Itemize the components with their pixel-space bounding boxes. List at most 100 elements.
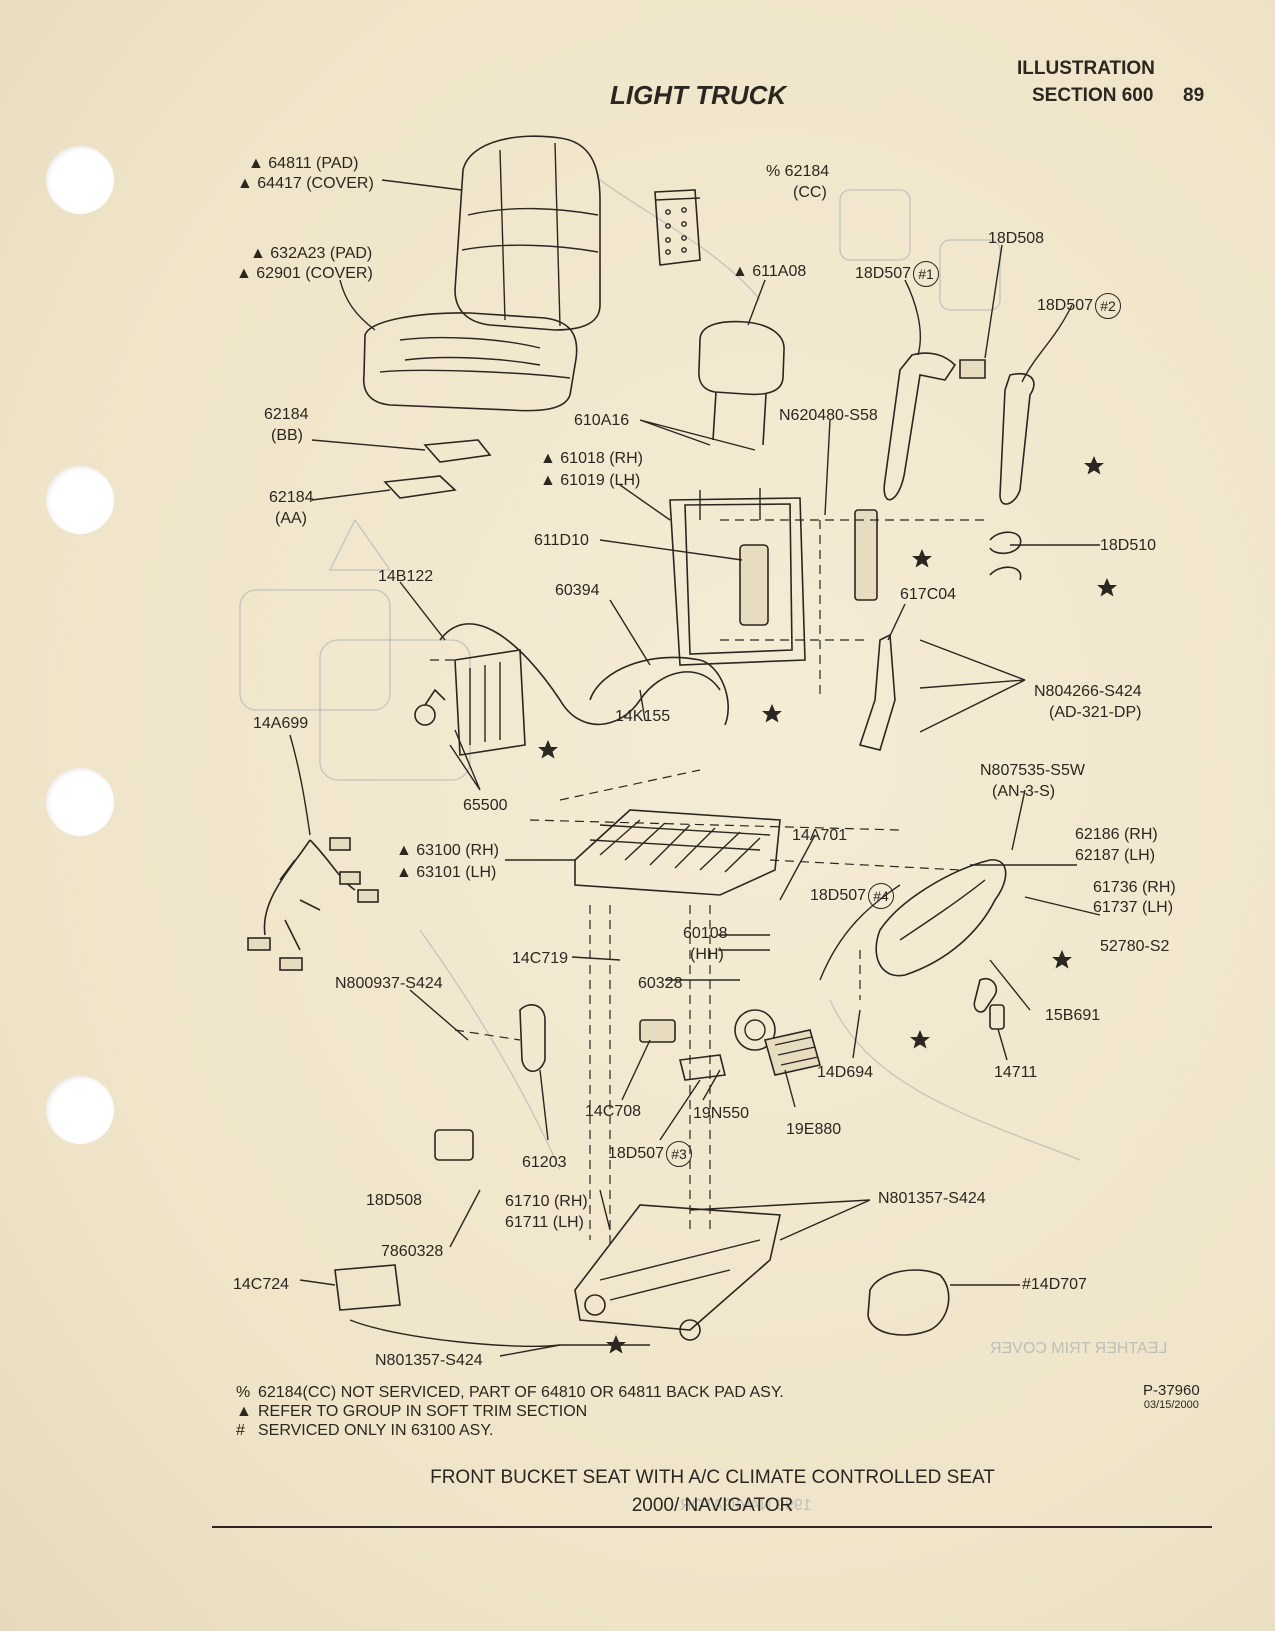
part-label: ▲ 61019 (LH): [540, 472, 641, 489]
part-label: 18D507#4: [810, 883, 895, 909]
part-label: 61711 (LH): [505, 1214, 584, 1231]
part-label: 14A701: [792, 827, 848, 844]
footnote: %62184(CC) NOT SERVICED, PART OF 64810 O…: [236, 1383, 784, 1402]
footnote-symbol: ▲: [236, 1403, 252, 1420]
part-label: 14K155: [615, 708, 671, 725]
part-label: 18D510: [1100, 537, 1157, 554]
part-label: 65500: [463, 797, 508, 814]
part-label: 18D508: [988, 230, 1045, 247]
part-label: N801357-S424: [375, 1352, 483, 1369]
part-label: (AA): [275, 510, 307, 527]
section-label: SECTION 600: [1032, 85, 1154, 106]
part-number: 18D507: [810, 887, 867, 905]
reference-date: 03/15/2000: [1143, 1399, 1199, 1411]
part-label: 14D694: [817, 1064, 874, 1081]
bottom-rule: [212, 1526, 1212, 1528]
switch-61203: [519, 1004, 546, 1073]
part-label: N620480-S58: [779, 407, 878, 424]
part-label: 611D10: [534, 532, 589, 549]
part-label: 60108: [683, 925, 728, 942]
figure-caption: FRONT BUCKET SEAT WITH A/C CLIMATE CONTR…: [430, 1467, 995, 1488]
part-label: 60328: [638, 975, 683, 992]
part-number: 18D507: [608, 1145, 665, 1163]
part-label: 14C719: [512, 950, 569, 967]
part-label: ▲ 64811 (PAD): [248, 155, 359, 172]
air-ducts: [883, 352, 1035, 581]
part-label: ▲ 64417 (COVER): [237, 175, 374, 192]
callout-badge: #4: [868, 883, 895, 909]
part-number: 18D507: [1037, 297, 1094, 315]
plate-bb: [423, 439, 492, 463]
footnote-symbol: #: [236, 1422, 245, 1439]
part-label: 610A16: [574, 412, 630, 429]
wiring-harness-14a699: [247, 837, 379, 971]
part-label: 19N550: [693, 1105, 750, 1122]
part-label: 62184: [269, 489, 314, 506]
star-markers: [538, 456, 1117, 1354]
part-label: (CC): [793, 184, 827, 201]
module-14c724: [334, 1264, 401, 1311]
callout-badge: #1: [913, 261, 940, 287]
part-label: (AN-3-S): [992, 783, 1056, 800]
part-label: 14A699: [253, 715, 309, 732]
control-module: [414, 649, 526, 756]
part-label: ▲ 63100 (RH): [396, 842, 499, 859]
bleed-through-text: LEATHER TRIM COVER: [990, 1340, 1168, 1357]
part-label: ▲ 61018 (RH): [540, 450, 643, 467]
part-label: ▲ 632A23 (PAD): [250, 245, 373, 262]
part-label: 19E880: [786, 1121, 842, 1138]
part-label: 62184: [264, 406, 309, 423]
part-label: 18D507#1: [855, 261, 940, 287]
part-label: 14B122: [378, 568, 434, 585]
callout-badge: #3: [666, 1141, 693, 1167]
part-label: ▲ 62901 (COVER): [236, 265, 373, 282]
part-label: 7860328: [381, 1243, 444, 1260]
figure-subcaption: 2000/ NAVIGATOR: [631, 1495, 794, 1516]
part-label: (HH): [690, 946, 724, 963]
binder-hole: [46, 768, 114, 836]
part-label: N800937-S424: [335, 975, 443, 992]
part-label: 18D507#2: [1037, 293, 1122, 319]
seat-pan-frame: [574, 809, 781, 896]
wiring-14k155: [439, 623, 721, 726]
connector-15b691: [973, 977, 998, 1013]
part-label: 18D508: [366, 1192, 423, 1209]
part-label: ▲ 611A08: [732, 263, 807, 280]
part-label: 61736 (RH): [1093, 879, 1176, 896]
leader-lines: [289, 179, 1101, 1357]
backrest-frame: [669, 488, 878, 666]
part-label: 61737 (LH): [1093, 899, 1174, 916]
assembly-lines: [430, 519, 990, 1250]
plate-aa: [383, 475, 457, 499]
part-label: 62186 (RH): [1075, 826, 1158, 843]
part-label: N801357-S424: [878, 1190, 986, 1207]
part-label: 52780-S2: [1100, 938, 1170, 955]
footnote: #SERVICED ONLY IN 63100 ASY.: [236, 1421, 784, 1440]
seat-back-cushion: [454, 135, 601, 331]
part-label: 14C708: [585, 1103, 642, 1120]
climate-pad-cc: [654, 189, 701, 266]
part-label: #14D707: [1022, 1276, 1087, 1293]
footnote-symbol: %: [236, 1384, 251, 1401]
part-label: (BB): [271, 427, 303, 444]
binder-hole: [46, 1076, 114, 1144]
part-label: ▲ 63101 (LH): [396, 864, 497, 881]
page-title: LIGHT TRUCK: [610, 80, 787, 110]
reference-number: P-37960: [1143, 1382, 1200, 1399]
part-label: 60394: [555, 582, 600, 599]
wiring-loop: [589, 656, 729, 726]
switch-bezel-18d508: [434, 1129, 474, 1161]
motor-and-blower: [639, 1009, 822, 1081]
side-shield: [875, 859, 1007, 977]
footnote-text: REFER TO GROUP IN SOFT TRIM SECTION: [258, 1403, 588, 1420]
seat-cushion: [362, 312, 578, 412]
headrest: [698, 320, 785, 446]
part-label: 18D507#3: [608, 1141, 693, 1167]
part-label: (AD-321-DP): [1049, 704, 1142, 721]
part-label: 14711: [994, 1064, 1038, 1081]
reference-block: P-37960 03/15/2000: [1143, 1383, 1200, 1413]
part-label: 15B691: [1045, 1007, 1101, 1024]
illustration-label: ILLUSTRATION: [1017, 58, 1155, 79]
